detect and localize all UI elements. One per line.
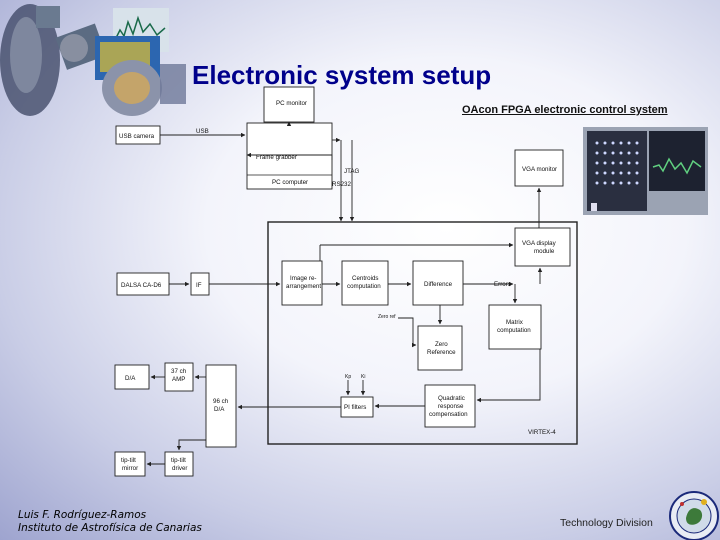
footer-author-institute: Instituto de Astrofísica de Canarias xyxy=(18,522,202,534)
footer-division: Technology Division xyxy=(560,517,653,529)
vga-monitor-label: VGA monitor xyxy=(522,166,557,173)
quadratic-label-3: compensation xyxy=(429,411,468,418)
tiptilt-mirror-label-2: mirror xyxy=(122,465,138,472)
usb-label: USB xyxy=(196,128,209,135)
difference-label: Difference xyxy=(424,281,453,288)
zero-reference-block xyxy=(417,325,463,371)
da96-block xyxy=(205,364,237,448)
image-rearr-label-2: arrangement xyxy=(286,283,321,290)
centroids-label-2: computation xyxy=(347,283,381,290)
da96-label-1: 96 ch xyxy=(213,398,229,405)
amp-label-1: 37 ch xyxy=(171,368,187,375)
pi-filters-label: PI filters xyxy=(344,404,366,411)
zero-ref-label-arrow xyxy=(398,317,417,348)
vga-module-label-2: module xyxy=(534,248,555,255)
virtex-label: VIRTEX-4 xyxy=(528,429,556,436)
centroids-label-1: Centroids xyxy=(352,275,378,282)
dalsa-label: DALSA CA-D6 xyxy=(121,282,162,289)
vga-module-label-1: VGA display xyxy=(522,240,557,247)
amp-label-2: AMP xyxy=(172,376,185,383)
quadratic-label-1: Quadratic xyxy=(438,395,465,402)
image-rearrangement-block xyxy=(281,260,323,306)
da96-driver-arrow xyxy=(176,439,206,451)
difference-block xyxy=(412,260,464,306)
vga-display-module-block xyxy=(514,227,571,267)
pc-monitor-label: PC monitor xyxy=(276,100,307,107)
ki-label: Ki xyxy=(361,374,365,380)
if-label: IF xyxy=(196,282,202,289)
pc-monitor-block xyxy=(263,86,315,123)
kp-label: Kp xyxy=(345,374,351,380)
frame-grabber-label: Frame grabber xyxy=(256,154,297,161)
da-label: D/A xyxy=(125,375,136,382)
da-block xyxy=(114,364,150,390)
tiptilt-driver-label-2: driver xyxy=(172,465,187,472)
pc-computer-label: PC computer xyxy=(272,179,308,186)
tiptilt-mirror-label-1: tip-tilt xyxy=(121,457,136,464)
vga-monitor-block xyxy=(514,149,564,187)
errors-label: Errors xyxy=(494,281,511,288)
zero-ref-label-1: Zero xyxy=(435,341,448,348)
frame-grabber-arrow xyxy=(246,152,333,160)
da96-label-2: D/A xyxy=(214,406,225,413)
tiptilt-mirror-block xyxy=(114,451,146,477)
matrix-label-2: computation xyxy=(497,327,531,334)
institute-emblem-icon xyxy=(669,491,719,540)
jtag-label: JTAG xyxy=(344,168,360,175)
footer-author-name: Luis F. Rodríguez-Ramos xyxy=(18,509,147,521)
diagram-subtitle: OAcon FPGA electronic control system xyxy=(462,104,668,116)
matrix-quadratic-arrow xyxy=(476,349,541,403)
monitor-display-photo xyxy=(583,127,708,215)
rs232-label: RS232 xyxy=(332,181,351,188)
centroids-block xyxy=(341,260,389,306)
tiptilt-driver-block xyxy=(164,451,194,477)
telescope-collage-icon xyxy=(0,4,186,116)
matrix-computation-block xyxy=(488,304,542,350)
image-rearr-label-1: Image re- xyxy=(290,275,316,282)
footer-author: Luis F. Rodríguez-Ramos Instituto de Ast… xyxy=(18,509,202,535)
matrix-label-1: Matrix xyxy=(506,319,524,326)
zero-ref-label-2: Reference xyxy=(427,349,456,356)
zero-ref-small-label: Zero ref xyxy=(378,314,396,320)
tiptilt-driver-label-1: tip-tilt xyxy=(171,457,186,464)
slide-title: Electronic system setup xyxy=(192,60,492,90)
usb-camera-label: USB camera xyxy=(119,133,155,140)
quadratic-label-2: response xyxy=(438,403,464,410)
virtex-fpga-block xyxy=(267,221,578,445)
